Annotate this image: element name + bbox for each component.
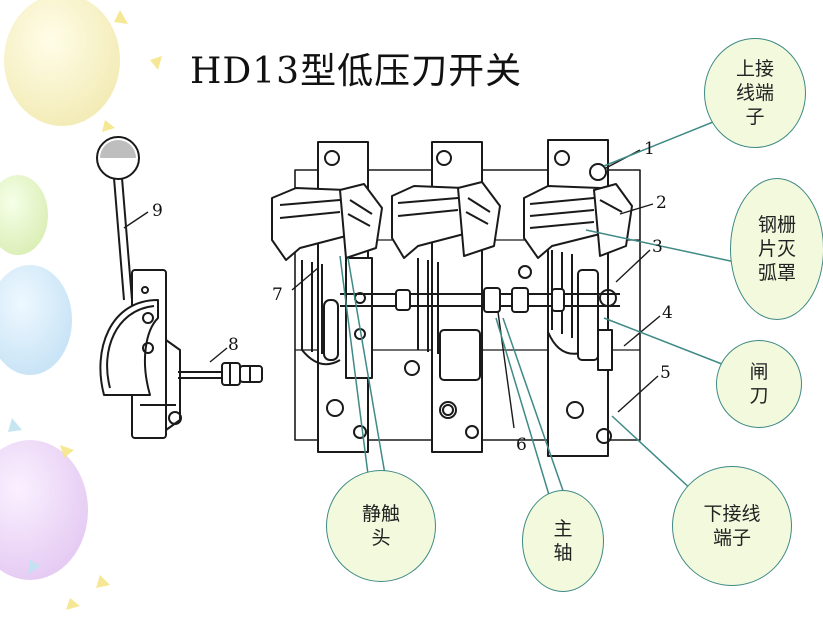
part-number-9: 9 [152,201,163,221]
pole-middle [391,141,501,453]
balloon-purple [0,440,88,580]
part-number-5: 5 [660,363,671,383]
callout-upper-terminal: 上接 线端 子 [704,38,806,148]
callout-static-contact-label: 静触 头 [361,503,400,549]
part-number-1: 1 [644,139,655,159]
part-number-7: 7 [272,285,283,305]
callout-upper-terminal-label: 上接 线端 子 [735,58,774,128]
part-number-3: 3 [652,237,663,257]
callout-blade-label: 闸 刀 [749,361,769,407]
confetti [60,10,162,610]
callout-main-shaft-label: 主 轴 [553,518,573,564]
pole-left [271,141,383,453]
operating-handle [96,136,182,439]
page-title: HD13型低压刀开关 [190,51,523,92]
callout-main-shaft: 主 轴 [522,490,604,592]
callout-lower-terminal-label: 下接线 端子 [703,503,761,549]
balloon-blue [0,265,72,375]
connecting-rod [178,362,263,386]
part-number-2: 2 [656,193,667,213]
callout-arc-chute: 钢栅 片灭 弧罩 [730,178,823,320]
main-shaft [340,287,620,313]
part-number-8: 8 [228,335,239,355]
part-number-4: 4 [662,303,673,323]
callout-blade: 闸 刀 [716,340,802,428]
callout-static-contact: 静触 头 [326,470,436,582]
balloon-green [0,175,48,255]
part-number-6: 6 [516,435,527,455]
callout-lower-terminal: 下接线 端子 [672,466,792,586]
callout-arc-chute-label: 钢栅 片灭 弧罩 [757,214,796,284]
balloon-yellow [4,0,120,126]
